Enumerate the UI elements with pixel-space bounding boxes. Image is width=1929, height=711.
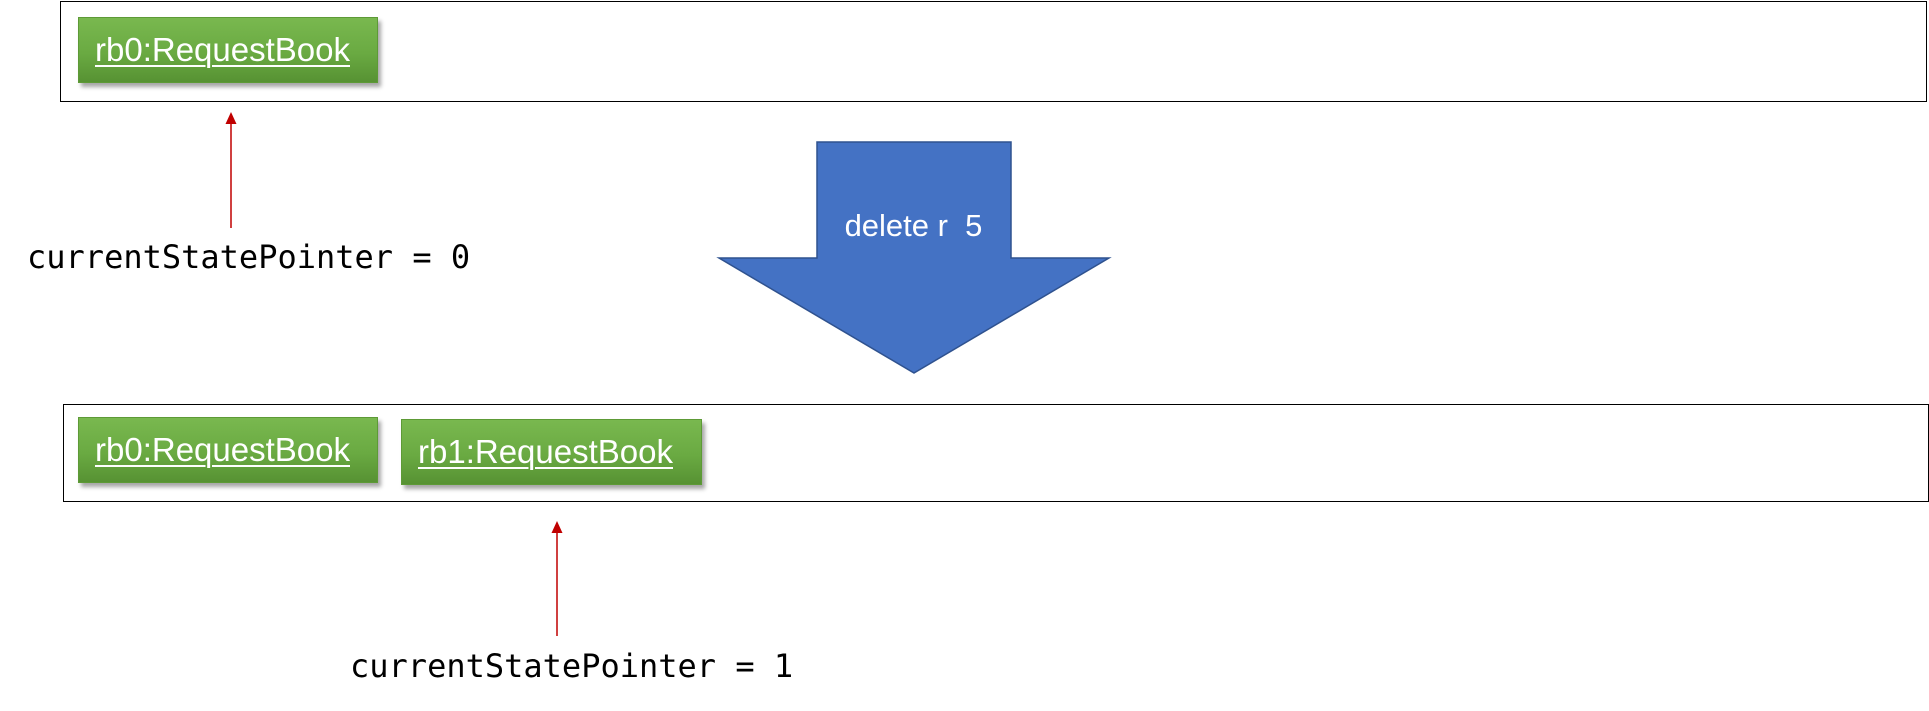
pointer-arrow-after	[551, 521, 563, 636]
current-state-pointer-label-after: currentStatePointer = 1	[350, 647, 794, 685]
state-box-rb1-after: rb1:RequestBook	[401, 419, 702, 485]
state-box-rb0-after: rb0:RequestBook	[78, 417, 378, 483]
current-state-pointer-label-before: currentStatePointer = 0	[27, 238, 471, 276]
command-label: delete r 5	[844, 208, 983, 243]
pointer-arrow-before	[225, 112, 237, 228]
state-box-rb0-before: rb0:RequestBook	[78, 17, 378, 83]
command-down-arrow	[716, 141, 1112, 374]
